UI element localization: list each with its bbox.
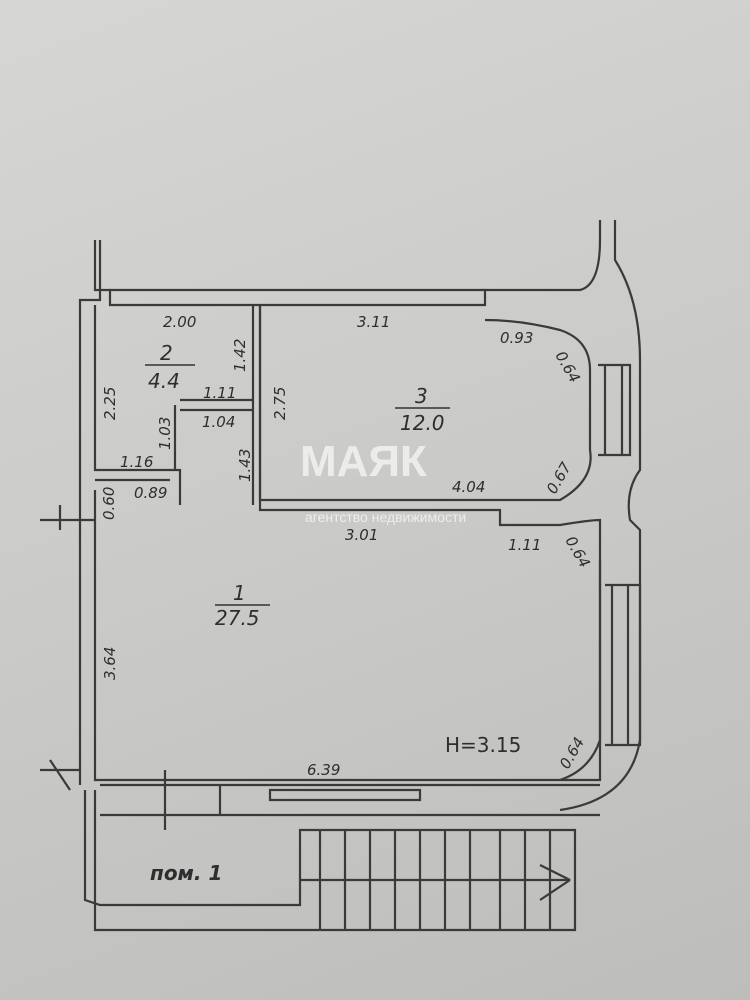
dim: 1.04 [202, 413, 235, 431]
room-3-area: 12.0 [400, 411, 445, 435]
dim: 1.03 [156, 417, 174, 450]
room-2-area: 4.4 [148, 369, 180, 393]
dim: 1.11 [203, 384, 236, 402]
dim: 0.89 [134, 484, 167, 502]
dim: 2.75 [271, 387, 289, 420]
dim: 0.64 [552, 348, 584, 386]
room-2-number: 2 [160, 341, 173, 365]
room-1-area: 27.5 [215, 606, 260, 630]
dim: 2.00 [163, 313, 196, 331]
dim: 1.16 [120, 453, 153, 471]
dim: 2.25 [101, 387, 119, 420]
dim: 3.64 [101, 647, 119, 680]
dim: 1.43 [236, 449, 254, 482]
dim: 3.11 [357, 313, 390, 331]
walls [40, 220, 642, 932]
dim: 0.67 [543, 459, 576, 497]
room-labels: 1 27.5 2 4.4 3 12.0 [145, 341, 450, 630]
watermark-tagline: агентство недвижимости [305, 509, 466, 525]
dim: 0.60 [100, 487, 118, 520]
dim: 4.04 [452, 478, 485, 496]
room-3-number: 3 [415, 384, 428, 408]
watermark: МАЯК агентство недвижимости [300, 437, 466, 525]
watermark-brand: МАЯК [300, 437, 427, 486]
dim: 0.64 [562, 533, 594, 571]
premises-label: пом. 1 [150, 861, 222, 885]
dim: 3.01 [345, 526, 378, 544]
dim: 0.93 [500, 329, 533, 347]
room-1-number: 1 [233, 581, 246, 605]
dim: 1.42 [231, 339, 249, 372]
ceiling-height: H=3.15 [445, 733, 521, 757]
dim: 6.39 [307, 761, 340, 779]
dim: 1.11 [508, 536, 541, 554]
